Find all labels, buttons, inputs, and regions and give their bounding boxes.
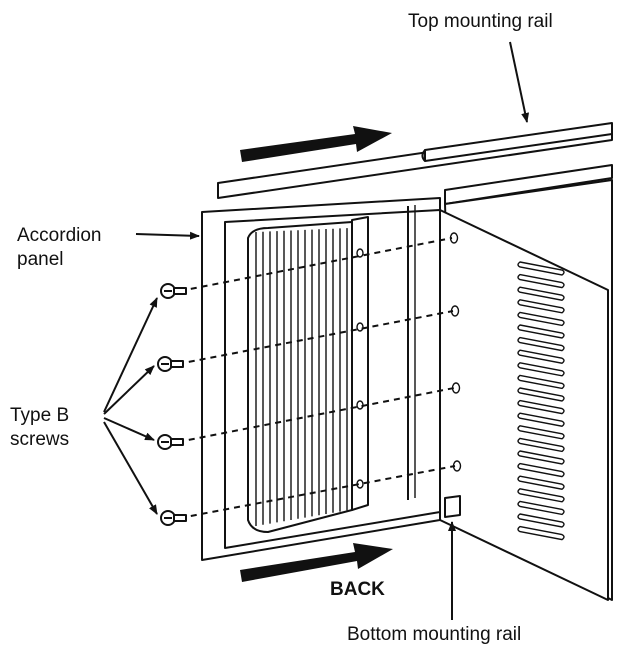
back-label: BACK: [330, 579, 385, 600]
type-b-screw-icon: [157, 283, 187, 526]
type-b-screws-label-line2: screws: [10, 429, 70, 450]
leader-lines: [103, 41, 530, 620]
accordion-panel-label: Accordion: [17, 225, 102, 246]
cabinet-louvers: [517, 261, 565, 541]
mounting-holes: [356, 232, 462, 489]
bottom-mounting-rail: [444, 495, 461, 518]
accordion-pleats: [247, 216, 369, 533]
bottom-mounting-rail-label: Bottom mounting rail: [347, 624, 522, 645]
slide-direction-arrows: [240, 126, 393, 582]
unit-cabinet: [439, 179, 613, 601]
top-mounting-rail-label: Top mounting rail: [408, 11, 553, 32]
type-b-screws-label: Type B: [10, 405, 70, 426]
top-mounting-rail: [217, 122, 613, 205]
accordion-panel-label-line2: panel: [17, 249, 64, 270]
screw-alignment-lines: [177, 237, 456, 519]
